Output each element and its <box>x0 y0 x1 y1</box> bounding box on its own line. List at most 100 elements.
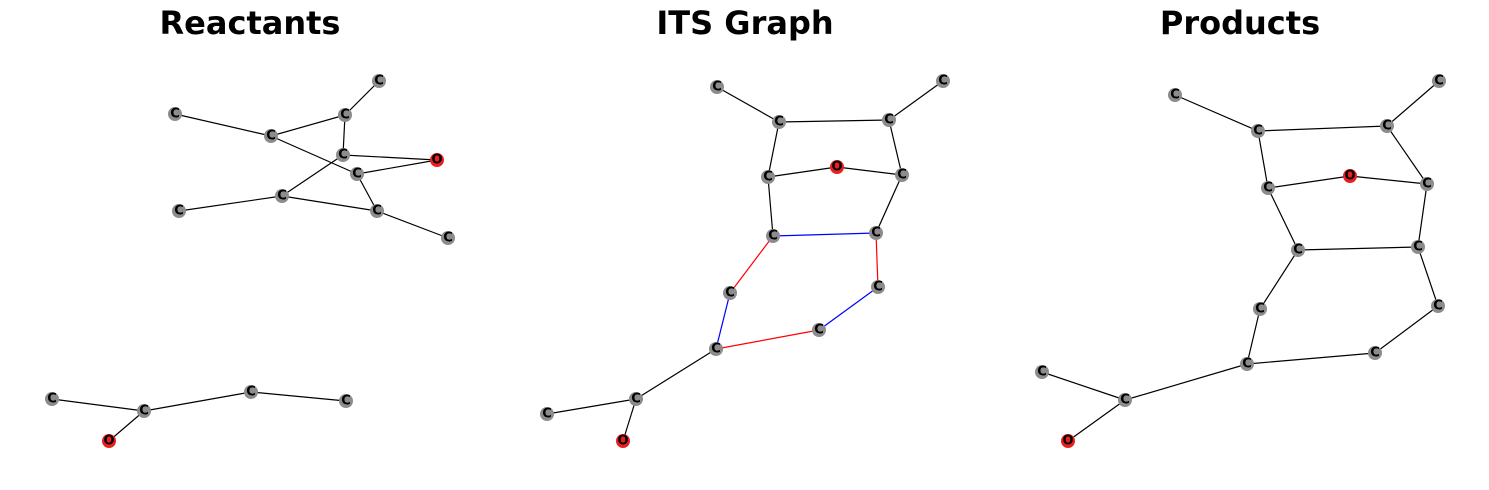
its-bond-formed <box>729 235 774 294</box>
its-bond-formed <box>875 232 879 288</box>
reactants-bond-normal <box>356 159 438 175</box>
reactants-atom-node <box>339 394 353 408</box>
products-bond-normal <box>1297 246 1419 251</box>
products-bond-normal <box>1257 130 1269 189</box>
products-atom-node <box>1291 243 1305 257</box>
its-atom-label: O <box>617 434 628 449</box>
products-title: Products <box>1159 4 1321 42</box>
products-bond-normal <box>1259 249 1299 310</box>
reactants-atom-label: C <box>443 231 453 246</box>
its-atom-node <box>540 407 554 421</box>
products-atom-label: C <box>1170 88 1180 103</box>
products-atom-node <box>1368 346 1382 360</box>
reactants-atom-node <box>336 148 350 162</box>
reactants-atom-node <box>102 434 116 448</box>
its-bond-normal <box>716 86 780 123</box>
reactants-atom-node <box>441 231 455 245</box>
reactants-atom-label: C <box>352 167 362 182</box>
reactants-atom-label: C <box>47 392 57 407</box>
products-bond-normal <box>1257 125 1388 132</box>
reactants-atom-label: C <box>372 204 382 219</box>
its-bond-normal <box>767 166 838 178</box>
its-atom-node <box>830 160 844 174</box>
products-bond-normal <box>1246 308 1261 365</box>
reactants-bond-normal <box>51 398 145 412</box>
reactants-bond-normal <box>250 391 347 402</box>
reactants-bond-normal <box>342 154 438 161</box>
reactants-atom-node <box>264 129 278 143</box>
reactants-bond-normal <box>174 113 272 137</box>
reactants-atom-label: C <box>139 404 149 419</box>
products-atom-label: C <box>1242 357 1252 372</box>
its-atom-label: C <box>873 280 883 295</box>
its-atom-label: C <box>884 113 894 128</box>
its-atom-label: C <box>711 342 721 357</box>
products-bond-normal <box>1246 352 1376 365</box>
products-atom-node <box>1118 393 1132 407</box>
its-atom-label: C <box>871 226 881 241</box>
products-atom-label: C <box>1293 243 1303 258</box>
its-bond-formed <box>715 329 820 350</box>
products-atom-node <box>1431 299 1445 313</box>
products-atom-node <box>1035 365 1049 379</box>
products-bond-normal <box>1267 187 1299 251</box>
its-bond-normal <box>888 80 944 121</box>
its-bond-normal <box>767 176 774 237</box>
products-atom-label: C <box>1370 346 1380 361</box>
its-atom-label: C <box>768 229 778 244</box>
products-bond-normal <box>1374 305 1439 354</box>
products-atom-node <box>1432 74 1446 88</box>
its-atom-node <box>936 74 950 88</box>
its-graph-title: ITS Graph <box>656 4 834 42</box>
products-atom-node <box>1380 119 1394 133</box>
products-atom-node <box>1261 181 1275 195</box>
reactants-atom-node <box>244 385 258 399</box>
its-atom-node <box>812 323 826 337</box>
reactants-atom-label: O <box>431 153 442 168</box>
products-bond-normal <box>1041 371 1126 401</box>
its-atom-node <box>723 286 737 300</box>
reactants-atom-label: C <box>277 189 287 204</box>
products-bond-normal <box>1267 175 1351 189</box>
products-atom-label: O <box>1062 434 1073 449</box>
its-bond-normal <box>635 348 717 400</box>
products-atom-label: C <box>1255 302 1265 317</box>
reactants-atom-node <box>275 189 289 203</box>
its-atom-label: C <box>725 286 735 301</box>
products-bond-normal <box>1386 80 1440 127</box>
products-bond-normal <box>1417 246 1439 307</box>
its-bond-normal <box>767 121 780 178</box>
reactants-bond-normal <box>281 195 378 212</box>
its-atom-label: C <box>774 115 784 130</box>
reactants-atom-label: C <box>338 148 348 163</box>
reactants-bond-normal <box>270 114 346 137</box>
its-atom-node <box>882 113 896 127</box>
reactants-atom-label: C <box>340 108 350 123</box>
products-bond-normal <box>1386 125 1428 185</box>
its-atom-label: C <box>938 74 948 89</box>
products-atom-label: C <box>1037 365 1047 380</box>
reactants-atom-label: C <box>266 129 276 144</box>
reactants-bond-normal <box>356 173 378 212</box>
its-atom-label: C <box>897 168 907 183</box>
products-atom-label: C <box>1434 74 1444 89</box>
its-atom-node <box>629 392 643 406</box>
reactants-atom-label: C <box>341 394 351 409</box>
products-atom-label: C <box>1422 177 1432 192</box>
its-atom-node <box>895 168 909 182</box>
its-bond-normal <box>836 166 903 176</box>
its-bond-normal <box>875 174 903 234</box>
its-atom-node <box>761 170 775 184</box>
its-atom-label: C <box>542 407 552 422</box>
products-atom-node <box>1061 434 1075 448</box>
its-bond-normal <box>622 398 637 442</box>
products-atom-node <box>1411 240 1425 254</box>
products-atom-node <box>1253 302 1267 316</box>
its-bond-normal <box>888 119 903 176</box>
reactants-atom-node <box>45 392 59 406</box>
its-atom-label: C <box>814 323 824 338</box>
reactants-atom-label: C <box>246 385 256 400</box>
